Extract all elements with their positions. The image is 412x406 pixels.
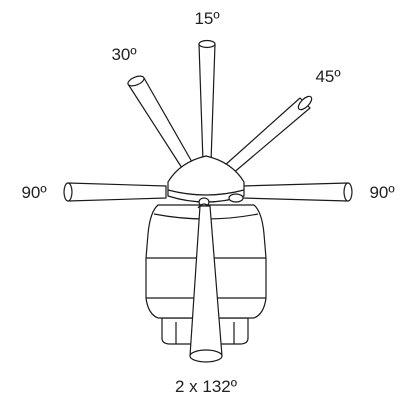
label-90-right: 90º: [369, 183, 394, 202]
lens-left-90: [63, 182, 167, 202]
label-45: 45º: [315, 67, 340, 86]
label-90-left: 90º: [21, 183, 46, 202]
lens-right-90: [241, 182, 353, 202]
lens-upper-left-30: [127, 75, 193, 169]
lens-top-15: [198, 39, 216, 163]
label-30: 30º: [111, 45, 136, 64]
lens-bottom-132: [189, 205, 223, 363]
indicator-light: [228, 193, 244, 203]
lens-upper-right-45: [223, 95, 313, 175]
label-15: 15º: [194, 9, 219, 28]
label-2x132: 2 x 132º: [175, 377, 237, 396]
camera-dome: [167, 155, 245, 209]
